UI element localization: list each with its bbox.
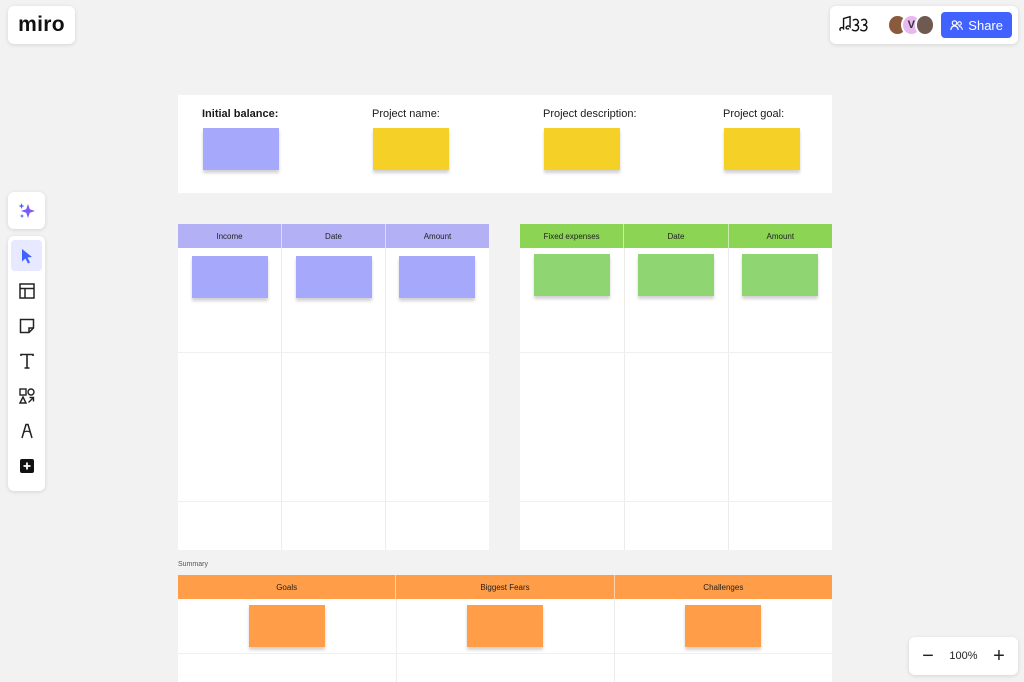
row-divider (178, 352, 489, 353)
text-tool[interactable] (11, 345, 42, 376)
layout-icon (18, 282, 35, 299)
column-header-biggest-fears[interactable]: Biggest Fears (396, 575, 615, 599)
row-divider (520, 501, 832, 502)
project-info-frame[interactable]: Initial balance: Project name: Project d… (178, 95, 832, 193)
project-goal-label: Project goal: (723, 108, 785, 120)
sticky-note-project-description[interactable] (544, 128, 620, 170)
project-name-label: Project name: (372, 108, 440, 120)
zoom-level[interactable]: 100% (949, 650, 978, 662)
sticky-note-goals[interactable] (249, 605, 325, 647)
column-header-goals[interactable]: Goals (178, 575, 397, 599)
collaboration-bar: V Share (830, 6, 1018, 44)
sticky-note-income[interactable] (192, 256, 268, 298)
column-divider (728, 248, 729, 550)
initial-balance-label: Initial balance: (202, 108, 279, 120)
sticky-note-income-amount[interactable] (399, 256, 475, 298)
summary-table[interactable]: Goals Biggest Fears Challenges (178, 575, 832, 682)
row-divider (178, 501, 489, 502)
avatar[interactable] (914, 14, 936, 36)
sticky-note-project-goal[interactable] (724, 128, 800, 170)
column-header-date[interactable]: Date (624, 224, 729, 248)
row-divider (520, 352, 832, 353)
logo-text: miro (18, 13, 65, 36)
shapes-tool[interactable] (11, 380, 42, 411)
sticky-note-project-name[interactable] (373, 128, 449, 170)
share-button[interactable]: Share (941, 12, 1012, 38)
sticky-note-income-date[interactable] (296, 256, 372, 298)
summary-label: Summary (178, 561, 208, 568)
income-table-header: Income Date Amount (178, 224, 489, 248)
templates-tool[interactable] (11, 275, 42, 306)
column-divider (396, 599, 397, 682)
add-more-tool[interactable] (11, 450, 42, 481)
zoom-controls: − 100% + (909, 637, 1018, 675)
shapes-icon (18, 387, 35, 404)
expenses-table-header: Fixed expenses Date Amount (520, 224, 832, 248)
cursor-icon (21, 248, 32, 263)
board-reactions-icon[interactable] (838, 14, 873, 36)
text-icon (19, 353, 34, 369)
zoom-out-button[interactable]: − (922, 645, 934, 667)
column-header-amount[interactable]: Amount (766, 231, 795, 241)
column-header-income[interactable]: Income (178, 224, 282, 248)
sticky-note-expense-amount[interactable] (742, 254, 818, 296)
share-label: Share (968, 17, 1003, 33)
column-divider (614, 599, 615, 682)
column-divider (281, 248, 282, 550)
project-description-label: Project description: (543, 108, 637, 120)
select-tool[interactable] (11, 240, 42, 271)
column-divider (624, 248, 625, 550)
zoom-in-button[interactable]: + (993, 645, 1005, 667)
logo[interactable]: miro (8, 6, 75, 44)
ai-assist-button[interactable] (8, 192, 45, 229)
column-header-amount[interactable]: Amount (423, 231, 452, 241)
income-table[interactable]: Income Date Amount (178, 224, 489, 550)
sticky-note-biggest-fears[interactable] (467, 605, 543, 647)
sticky-note-initial-balance[interactable] (203, 128, 279, 170)
column-header-fixed-expenses[interactable]: Fixed expenses (520, 224, 625, 248)
column-header-date[interactable]: Date (282, 224, 386, 248)
sticky-note-icon (19, 318, 34, 333)
row-divider (178, 653, 832, 654)
users-icon (950, 19, 964, 30)
column-divider (385, 248, 386, 550)
pen-icon (20, 423, 33, 438)
plus-square-icon (19, 458, 34, 473)
sparkles-icon (18, 202, 35, 218)
sticky-note-expense-date[interactable] (638, 254, 714, 296)
column-header-challenges[interactable]: Challenges (703, 582, 744, 592)
summary-table-header: Goals Biggest Fears Challenges (178, 575, 832, 599)
pen-tool[interactable] (11, 415, 42, 446)
sticky-note-tool[interactable] (11, 310, 42, 341)
fixed-expenses-table[interactable]: Fixed expenses Date Amount (520, 224, 832, 550)
sticky-note-fixed-expense[interactable] (534, 254, 610, 296)
sticky-note-challenges[interactable] (685, 605, 761, 647)
creation-toolbar (8, 236, 45, 491)
